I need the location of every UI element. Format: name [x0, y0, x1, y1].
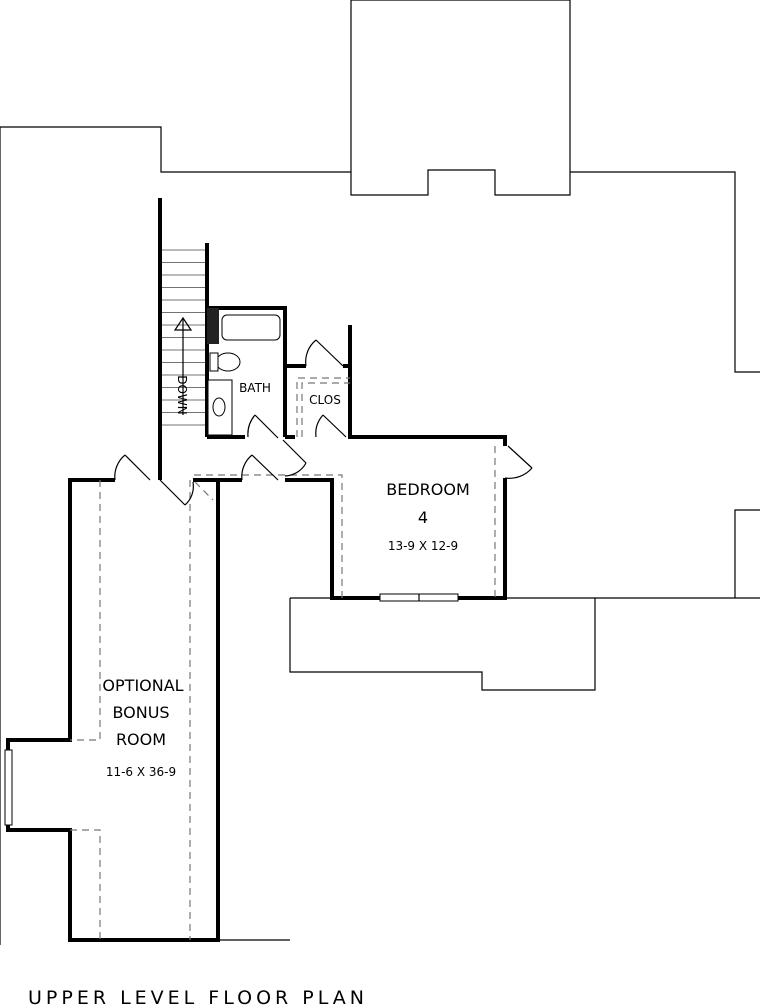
bedroom-label: BEDROOM [386, 480, 470, 499]
optional-bonus-room: OPTIONAL BONUS ROOM 11-6 X 36-9 [4, 454, 242, 942]
bonus-label-3: ROOM [116, 730, 166, 749]
bath: BATH [207, 306, 287, 439]
bonus-window [4, 749, 13, 826]
bedroom-size: 13-9 X 12-9 [388, 539, 458, 553]
closet: CLOS [285, 325, 352, 438]
roof-outline [0, 0, 760, 945]
plan-title: UPPER LEVEL FLOOR PLAN [28, 987, 368, 1008]
arrow-head-icon [173, 316, 193, 331]
bonus-label-2: BONUS [112, 703, 169, 722]
bedroom-number: 4 [418, 508, 428, 527]
stairs-label: DOWN [175, 375, 189, 415]
bedroom-4: BEDROOM 4 13-9 X 12-9 [190, 435, 533, 602]
bathtub [221, 314, 281, 341]
staircase: DOWN [158, 198, 209, 480]
toilet [215, 352, 241, 372]
bath-label: BATH [239, 381, 271, 395]
bonus-size: 11-6 X 36-9 [106, 765, 176, 779]
bonus-label-1: OPTIONAL [102, 676, 183, 695]
closet-label: CLOS [309, 393, 341, 407]
